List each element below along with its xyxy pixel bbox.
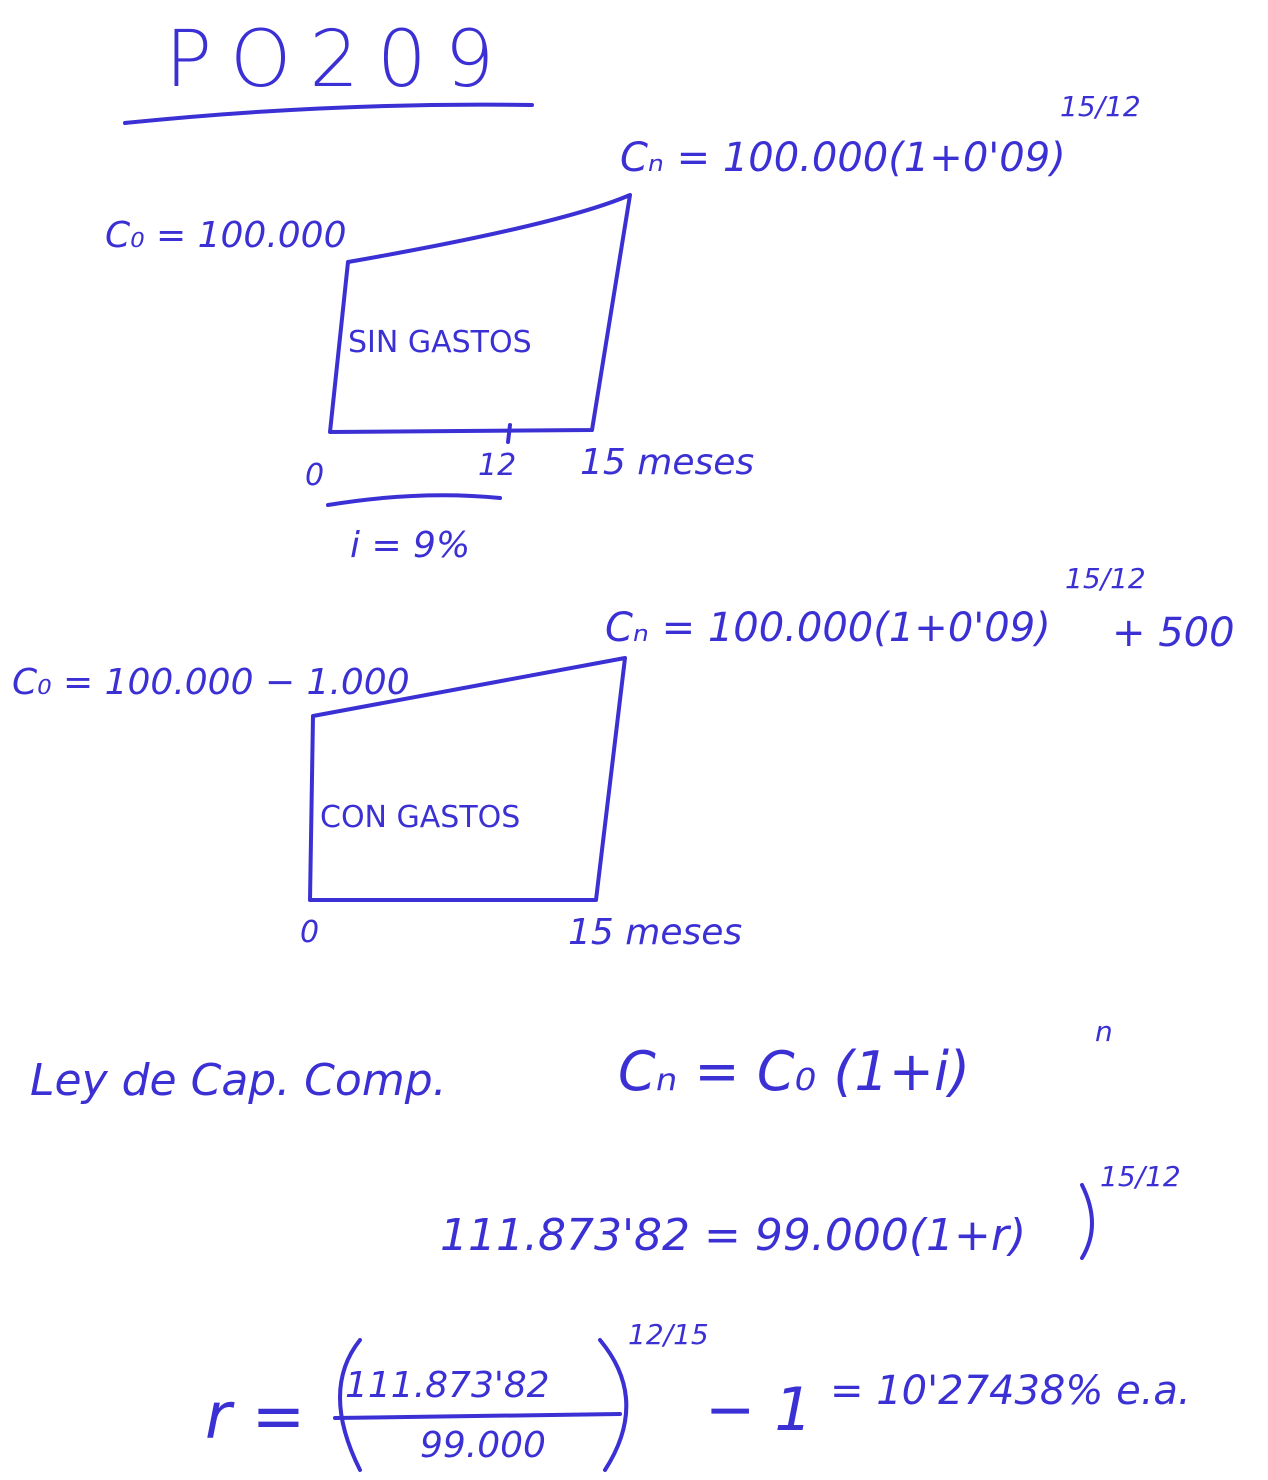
axis-end-con-gastos: 15 meses [568, 912, 743, 953]
tick-12 [506, 423, 512, 444]
law-formula: Cₙ = C₀ (1+i) [618, 1040, 971, 1103]
fraction-bar [333, 1412, 622, 1420]
cn-exponent-sin-gastos: 15/12 [1060, 90, 1141, 123]
cn-formula-con-gastos: Cₙ = 100.000(1+0'09) [605, 605, 1051, 651]
box-label-sin-gastos: SIN GASTOS [348, 325, 532, 360]
axis-mid-sin-gastos: 12 [478, 448, 517, 483]
solution-denominator: 99.000 [420, 1425, 546, 1466]
sin-gastos-box [328, 193, 632, 434]
axis-start-con-gastos: 0 [300, 915, 320, 950]
title-underline [123, 102, 534, 125]
box-label-con-gastos: CON GASTOS [320, 800, 521, 835]
axis-end-sin-gastos: 15 meses [580, 442, 755, 483]
c0-con-gastos: C₀ = 100.000 − 1.000 [12, 662, 410, 703]
close-paren [598, 1338, 629, 1472]
axis-start-sin-gastos: 0 [305, 458, 325, 493]
open-paren [338, 1338, 362, 1472]
cn-exponent-con-gastos: 15/12 [1065, 562, 1146, 595]
paren [1080, 1183, 1094, 1260]
equation-exponent: 15/12 [1100, 1160, 1181, 1193]
c0-sin-gastos: C₀ = 100.000 [105, 215, 347, 256]
cn-formula-sin-gastos: Cₙ = 100.000(1+0'09) [620, 135, 1066, 181]
con-gastos-box [308, 656, 627, 902]
solution-result: = 10'27438% e.a. [830, 1368, 1191, 1414]
solution-minus-one: − 1 [705, 1375, 813, 1445]
equation-lhs: 111.873'82 = 99.000(1+r) [440, 1210, 1027, 1261]
law-label: Ley de Cap. Comp. [30, 1055, 447, 1106]
page-title: PO209 [165, 15, 513, 105]
law-exponent: n [1095, 1015, 1113, 1048]
rate-label: i = 9% [350, 525, 471, 566]
solution-exponent: 12/15 [628, 1318, 709, 1351]
cn-suffix-con-gastos: + 500 [1112, 610, 1235, 656]
solution-r-label: r = [205, 1380, 306, 1454]
rate-underline [326, 493, 502, 507]
solution-numerator: 111.873'82 [345, 1365, 550, 1406]
